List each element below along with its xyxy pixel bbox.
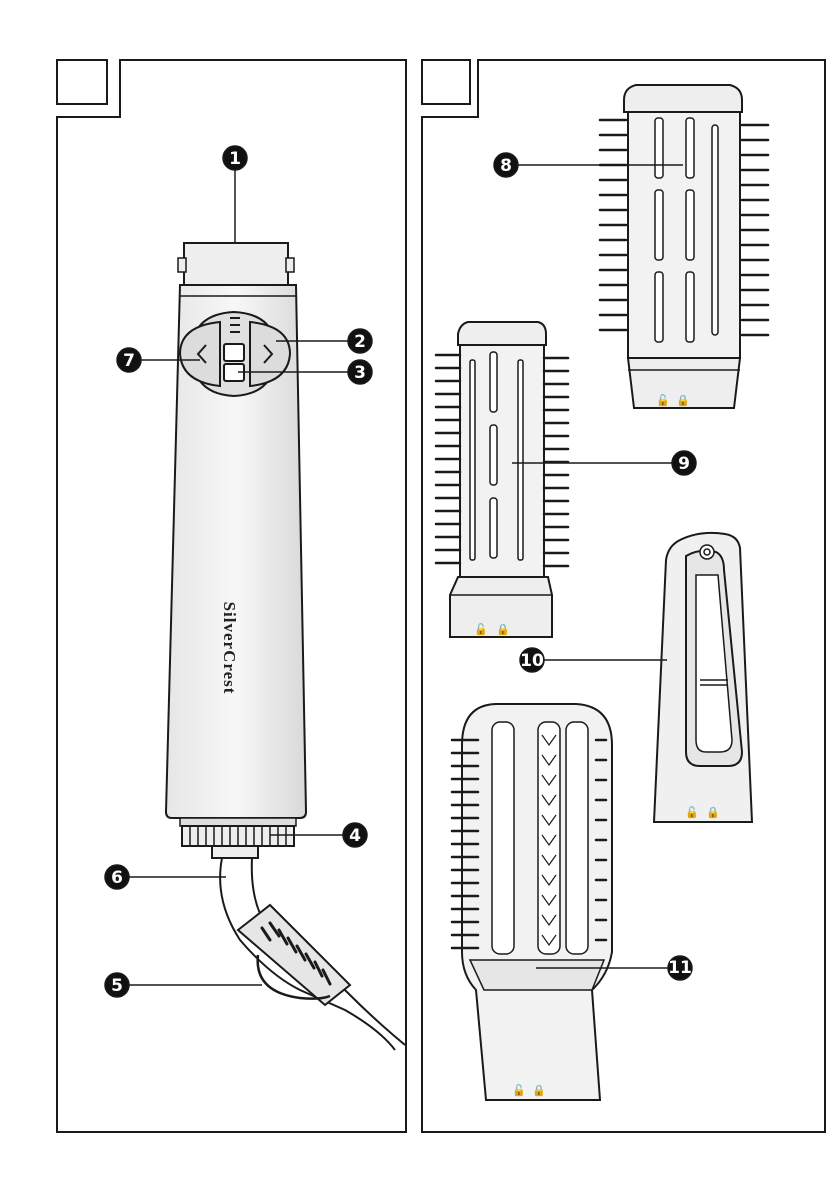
panel-b: 🔓 🔒 — [422, 60, 825, 1132]
svg-text:5: 5 — [111, 976, 123, 996]
svg-text:7: 7 — [123, 351, 135, 371]
swivel-ring[interactable] — [180, 818, 296, 846]
large-round-brush: 🔓 🔒 — [600, 85, 768, 408]
flat-brush: 🔓 🔒 — [452, 704, 612, 1100]
svg-text:3: 3 — [354, 363, 366, 383]
unlock-icon: 🔓 — [474, 623, 488, 636]
hair-styler: SilverCrest — [166, 243, 306, 858]
callout-3: 3 — [348, 360, 372, 384]
lock-icon: 🔒 — [532, 1084, 546, 1097]
svg-text:11: 11 — [668, 958, 692, 978]
brand-logo: SilverCrest — [220, 602, 239, 695]
svg-text:6: 6 — [111, 868, 123, 888]
callout-11: 11 — [668, 956, 692, 980]
svg-text:8: 8 — [500, 156, 512, 176]
callout-8: 8 — [494, 153, 518, 177]
lock-icon: 🔒 — [496, 623, 510, 636]
callout-5: 5 — [105, 973, 129, 997]
callout-4: 4 — [343, 823, 367, 847]
svg-text:1: 1 — [229, 149, 241, 169]
callout-6: 6 — [105, 865, 129, 889]
svg-text:9: 9 — [678, 454, 690, 474]
callout-2: 2 — [348, 329, 372, 353]
lock-icon: 🔒 — [676, 394, 690, 407]
nozzle-attachment: 🔓 🔒 — [654, 533, 752, 822]
callout-7: 7 — [117, 348, 141, 372]
unlock-icon: 🔓 — [656, 394, 670, 407]
upper-switch[interactable] — [224, 344, 244, 361]
power-cord — [220, 858, 405, 1050]
callout-1: 1 — [223, 146, 247, 170]
callout-9: 9 — [672, 451, 696, 475]
callout-10: 10 — [520, 648, 544, 672]
panel-a: SilverCrest — [57, 60, 406, 1132]
svg-text:SilverCrest: SilverCrest — [220, 602, 239, 695]
svg-text:2: 2 — [354, 332, 366, 352]
svg-text:4: 4 — [349, 826, 361, 846]
unlock-icon: 🔓 — [685, 806, 699, 819]
lock-icon: 🔒 — [706, 806, 720, 819]
small-round-brush: 🔓 🔒 — [436, 322, 568, 637]
svg-text:10: 10 — [520, 651, 544, 671]
unlock-icon: 🔓 — [512, 1084, 526, 1097]
